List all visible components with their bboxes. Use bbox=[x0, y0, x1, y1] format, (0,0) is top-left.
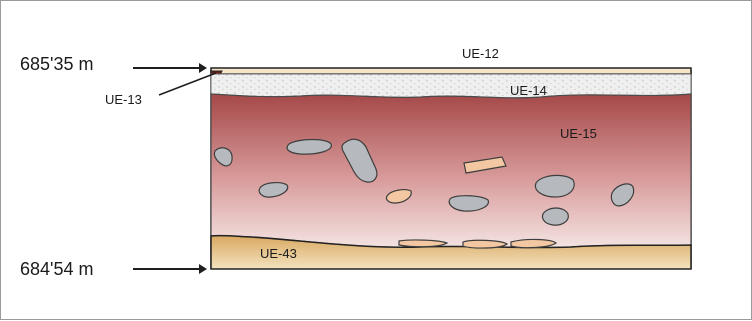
top-elevation-arrow bbox=[133, 63, 207, 73]
elevation-bottom-label: 684'54 m bbox=[20, 259, 94, 279]
ue13-leader-line bbox=[159, 73, 216, 95]
layer-ue12 bbox=[211, 68, 691, 74]
fragment-3 bbox=[399, 240, 447, 247]
fragment-4 bbox=[463, 240, 507, 248]
stone-7 bbox=[542, 208, 568, 225]
label-ue13: UE-13 bbox=[105, 92, 142, 107]
label-ue15: UE-15 bbox=[560, 126, 597, 141]
elevation-top-label: 685'35 m bbox=[20, 54, 94, 74]
label-ue14: UE-14 bbox=[510, 83, 547, 98]
stone-6 bbox=[535, 175, 574, 197]
label-ue43: UE-43 bbox=[260, 246, 297, 261]
bottom-elevation-arrow bbox=[133, 264, 207, 274]
layer-ue14 bbox=[211, 74, 691, 98]
layer-ue15 bbox=[211, 94, 691, 248]
stone-5 bbox=[449, 196, 488, 211]
label-ue12: UE-12 bbox=[462, 46, 499, 61]
